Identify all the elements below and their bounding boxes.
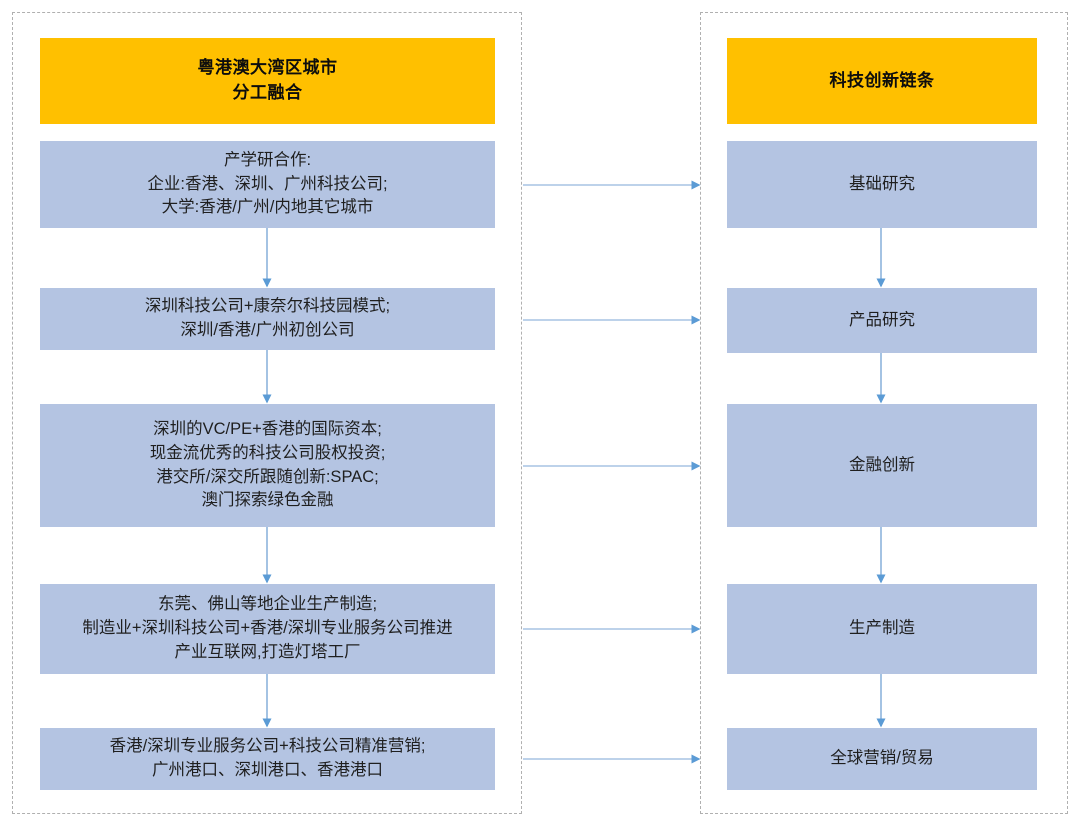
right-panel-border (700, 12, 1068, 814)
left-stage-box-5[interactable]: 香港/深圳专业服务公司+科技公司精准营销; 广州港口、深圳港口、香港港口 (40, 728, 495, 790)
right-stage-box-5[interactable]: 全球营销/贸易 (727, 728, 1037, 790)
right-column-title: 科技创新链条 (727, 38, 1037, 124)
left-stage-box-2[interactable]: 深圳科技公司+康奈尔科技园模式; 深圳/香港/广州初创公司 (40, 288, 495, 350)
left-stage-box-3[interactable]: 深圳的VC/PE+香港的国际资本; 现金流优秀的科技公司股权投资; 港交所/深交… (40, 404, 495, 527)
right-stage-box-2[interactable]: 产品研究 (727, 288, 1037, 353)
left-stage-box-1[interactable]: 产学研合作: 企业:香港、深圳、广州科技公司; 大学:香港/广州/内地其它城市 (40, 141, 495, 228)
left-panel-border (12, 12, 522, 814)
right-stage-box-3[interactable]: 金融创新 (727, 404, 1037, 527)
right-stage-box-1[interactable]: 基础研究 (727, 141, 1037, 228)
left-column-title: 粤港澳大湾区城市 分工融合 (40, 38, 495, 124)
left-stage-box-4[interactable]: 东莞、佛山等地企业生产制造; 制造业+深圳科技公司+香港/深圳专业服务公司推进 … (40, 584, 495, 674)
right-stage-box-4[interactable]: 生产制造 (727, 584, 1037, 674)
cross-column-connectors (523, 180, 701, 764)
